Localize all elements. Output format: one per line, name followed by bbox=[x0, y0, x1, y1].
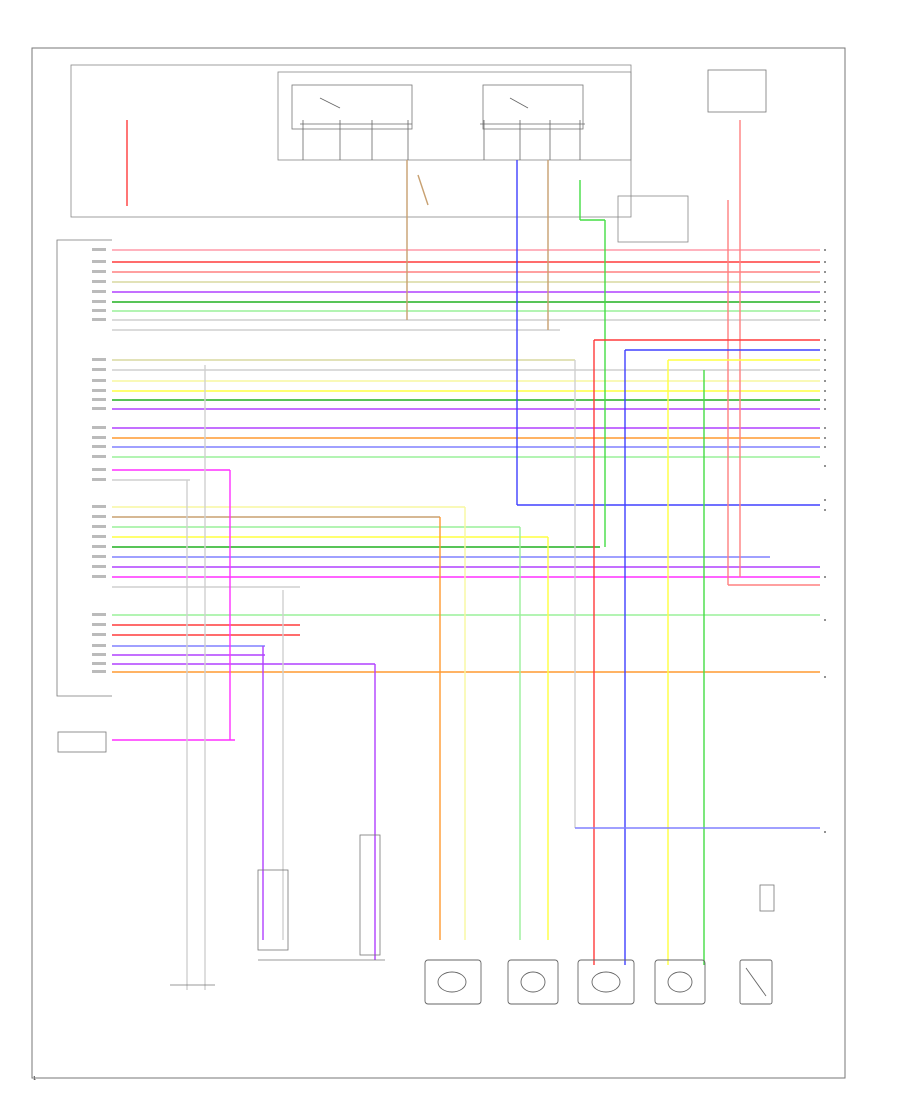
diagram-border bbox=[31, 47, 846, 1079]
control-module-outline bbox=[56, 239, 112, 697]
relay-2 bbox=[482, 84, 584, 130]
relay-contacts bbox=[300, 97, 585, 160]
connector-marks-right bbox=[824, 249, 826, 833]
bottom-components bbox=[424, 959, 773, 1005]
top-right-fuse-box bbox=[707, 69, 767, 113]
fuse-block-outline bbox=[70, 64, 632, 218]
pin-label-marks bbox=[92, 248, 106, 673]
relay-1 bbox=[291, 84, 413, 130]
relay-box-outline bbox=[277, 71, 632, 161]
harness-wires bbox=[112, 249, 820, 741]
relay-3 bbox=[617, 195, 689, 243]
page-number: 1 bbox=[33, 1076, 37, 1082]
left-bottom-components bbox=[57, 731, 775, 986]
vertical-wires bbox=[126, 120, 820, 990]
